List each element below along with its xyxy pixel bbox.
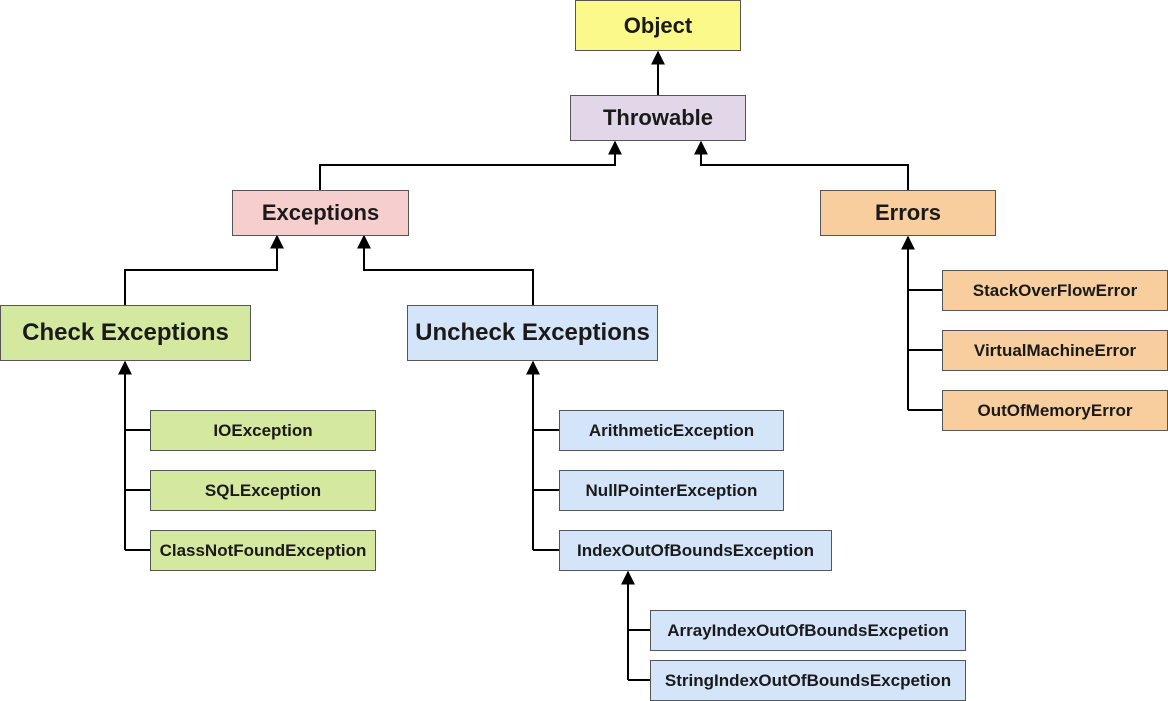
class-not-found-exception-node: ClassNotFoundException [150,530,376,571]
arithmetic-exception-node: ArithmeticException [559,410,784,451]
string-index-out-of-bounds-node: StringIndexOutOfBoundsExcpetion [650,660,966,701]
uncheck-exceptions-node: Uncheck Exceptions [407,305,658,361]
edge-exceptions-throwable [319,140,622,190]
stack-overflow-error-node: StackOverFlowError [942,270,1168,311]
exceptions-node: Exceptions [232,190,409,236]
edge-check-exceptions [124,234,284,305]
virtual-machine-error-node: VirtualMachineError [942,330,1168,371]
check-exceptions-node: Check Exceptions [0,305,251,361]
out-of-memory-error-node: OutOfMemoryError [942,390,1168,431]
null-pointer-exception-node: NullPointerException [559,470,784,511]
array-index-out-of-bounds-node: ArrayIndexOutOfBoundsExcpetion [650,610,966,651]
edge-errors-throwable [694,140,909,190]
io-exception-node: IOException [150,410,376,451]
edge-uncheck-exceptions [357,234,534,305]
sql-exception-node: SQLException [150,470,376,511]
errors-node: Errors [820,190,996,236]
index-out-of-bounds-exception-node: IndexOutOfBoundsException [559,530,832,571]
throwable-node: Throwable [570,95,746,141]
object-node: Object [575,0,741,51]
